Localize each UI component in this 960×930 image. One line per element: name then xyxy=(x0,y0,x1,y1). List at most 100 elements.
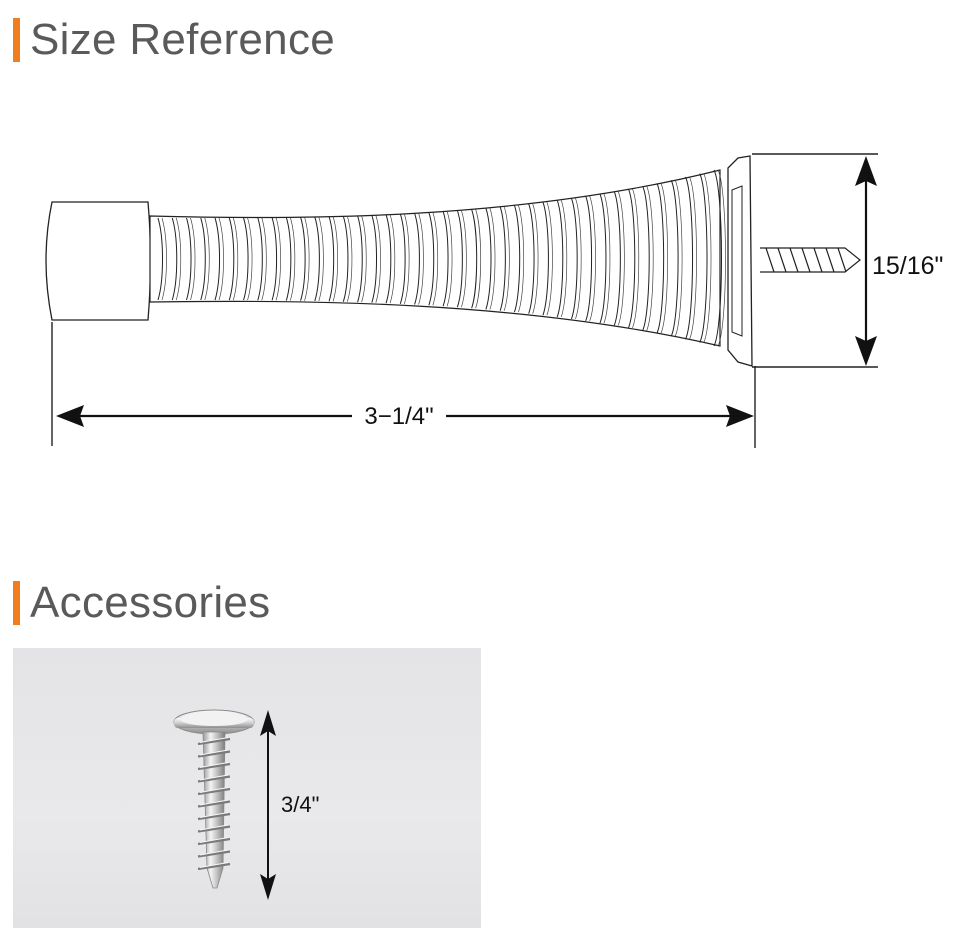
spring-coil xyxy=(442,211,449,307)
screw-illustration: 3/4" xyxy=(173,709,319,900)
spring-coil xyxy=(528,203,535,314)
spring-coil xyxy=(485,207,492,310)
spring-coil-edge xyxy=(289,217,296,301)
spring-coil xyxy=(385,214,392,304)
spring-coil xyxy=(699,173,708,343)
spring-coil xyxy=(585,195,593,322)
spring-coil xyxy=(656,183,665,334)
screw-thread-line xyxy=(825,247,835,273)
spring-coil xyxy=(228,217,235,301)
spring-coil xyxy=(556,200,564,318)
spring-coil xyxy=(428,212,435,306)
screw-thread-line xyxy=(837,247,847,273)
photo-screw-thread-highlight xyxy=(199,749,229,756)
screw-thread-line xyxy=(777,247,787,273)
photo-screw-thread xyxy=(197,837,231,846)
spring-coil-edge xyxy=(489,208,496,310)
size-reference-title: Size Reference xyxy=(30,15,336,64)
spring-coil xyxy=(314,216,320,302)
spring-coil-edge xyxy=(446,211,453,307)
heading-accent-bar xyxy=(13,581,20,625)
spring-coil-edge xyxy=(204,217,210,301)
photo-screw-thread xyxy=(197,825,231,833)
length-label: 3−1/4" xyxy=(364,403,433,430)
heading-accent-bar xyxy=(13,18,20,62)
spring-coil xyxy=(685,176,694,340)
spring-coil xyxy=(171,217,178,301)
spring-coil-edge xyxy=(247,217,253,301)
spring-coil xyxy=(713,169,722,347)
spring-coil xyxy=(499,206,506,311)
spring-coil-edge xyxy=(660,183,668,334)
spring-coil xyxy=(186,217,192,301)
spring-coil xyxy=(357,215,363,303)
spring-coil-edge xyxy=(475,209,481,309)
spring-coil-edge xyxy=(546,201,553,316)
spring-coil xyxy=(471,209,478,309)
spring-coil xyxy=(285,217,292,301)
spring-coil-edge xyxy=(389,214,396,304)
accessories-heading: Accessories xyxy=(13,578,271,628)
photo-screw-thread-highlight xyxy=(199,737,229,743)
photo-screw-thread-highlight xyxy=(199,799,229,806)
spring-coil xyxy=(599,193,607,324)
spring-coil-edge xyxy=(689,176,697,340)
screw-thread-line xyxy=(765,247,775,273)
spring-coil-edge xyxy=(703,173,712,343)
photo-screw-thread-highlight xyxy=(199,837,229,843)
spring-coil-edge xyxy=(232,217,239,301)
screw-thread-line xyxy=(801,247,811,273)
spring-coil xyxy=(628,188,636,329)
spring-coil xyxy=(257,217,263,301)
spring-coil-edge xyxy=(161,217,167,301)
spring-coil-edge xyxy=(346,216,353,302)
spring-coil-edge xyxy=(261,217,267,301)
photo-screw-thread-highlight xyxy=(199,862,229,868)
photo-screw-thread xyxy=(197,800,231,808)
spring-coil-edge xyxy=(304,217,310,301)
screw-photo: 3/4" xyxy=(13,648,481,928)
spring-coil xyxy=(342,216,349,302)
spring-coil xyxy=(399,213,406,304)
spring-coil-edge xyxy=(503,206,510,311)
spring-coil-edge xyxy=(461,210,467,308)
spring-coil-edge xyxy=(332,216,339,302)
spring-coil-edge xyxy=(361,215,367,303)
size-reference-heading: Size Reference xyxy=(13,15,335,65)
photo-screw-thread-highlight xyxy=(199,774,229,781)
photo-screw-thread xyxy=(197,787,231,796)
spring-coil-edge xyxy=(632,188,640,329)
height-label: 15/16" xyxy=(872,252,943,280)
spring-coil xyxy=(642,185,650,331)
spring-coil xyxy=(271,217,278,301)
screw-thread-line xyxy=(789,247,799,273)
spring-coil xyxy=(214,217,221,301)
photo-screw-thread xyxy=(197,850,231,858)
spring-coil xyxy=(371,215,378,303)
spring-coil-edge xyxy=(589,196,596,322)
base-flange xyxy=(727,155,753,367)
spring-coil-edge xyxy=(375,215,381,303)
spring-coil xyxy=(513,205,521,313)
spring-coil-edge xyxy=(218,217,224,301)
spring-coil-edge xyxy=(646,186,654,331)
photo-screw-thread xyxy=(197,762,231,771)
spring-coil xyxy=(670,180,679,337)
spring-coil xyxy=(542,201,549,316)
spring-coil-edge xyxy=(674,180,683,337)
spring-coil xyxy=(570,198,578,320)
mounting-screw-drawing xyxy=(756,246,861,274)
spring-coil xyxy=(456,210,463,308)
door-stopper-line-drawing: 3−1/4" 15/16" xyxy=(45,153,943,448)
spring-coil xyxy=(613,191,621,326)
spring-coil-edge xyxy=(617,191,625,326)
spring-body xyxy=(149,169,721,347)
spring-coil xyxy=(414,213,420,305)
length-dimension-arrow: 3−1/4" xyxy=(56,403,754,430)
spring-coil-edge xyxy=(717,169,726,347)
spring-coil xyxy=(243,217,249,301)
spring-coils xyxy=(157,169,726,347)
rubber-tip xyxy=(45,201,152,321)
spring-coil-edge xyxy=(532,203,539,314)
spring-coil-edge xyxy=(318,216,324,302)
